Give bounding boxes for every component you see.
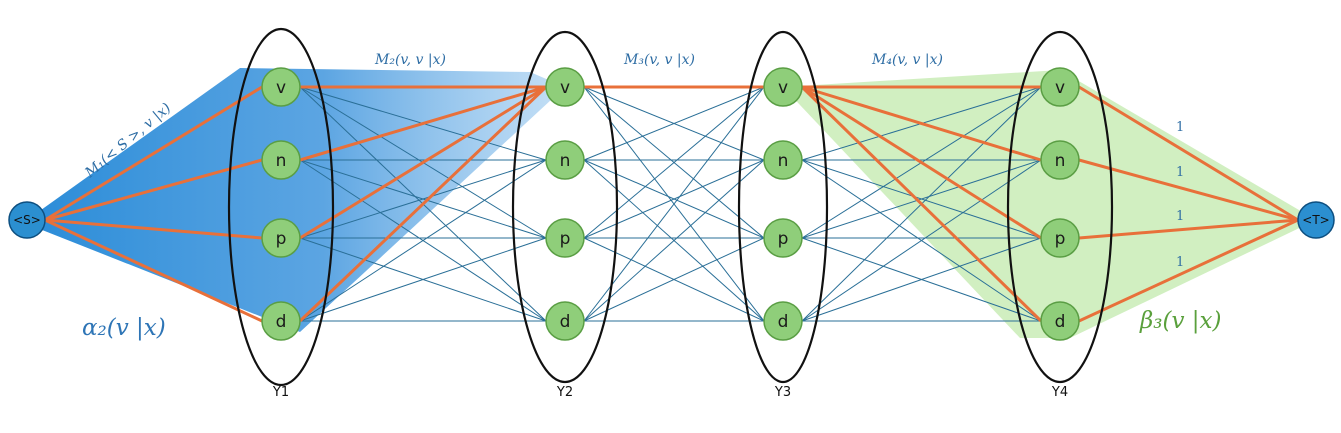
node-label-y1-v: v — [276, 78, 286, 98]
m3-label: M₃(v, v |x) — [623, 52, 695, 68]
end-edge — [1078, 85, 1299, 222]
edge-y3-y4 — [801, 159, 1042, 239]
edge-y2-y3 — [583, 86, 765, 239]
column-ellipse-y3 — [737, 30, 829, 384]
column-ellipse-y2 — [511, 30, 619, 384]
node-y3-p — [763, 218, 803, 258]
node-label-y3-p: p — [778, 229, 789, 249]
end-weight-1: 1 — [1176, 120, 1184, 135]
edge-y2-y3 — [583, 86, 765, 322]
column-ellipse-y1 — [227, 27, 335, 387]
beta-label: β₃(v |x) — [1139, 308, 1222, 334]
node-y2-n — [545, 140, 585, 180]
start-edge — [44, 85, 263, 222]
node-y2-p — [545, 218, 585, 258]
end-weights: 1 1 1 1 — [1176, 120, 1184, 270]
end-edge — [1078, 218, 1299, 240]
end-weight-4: 1 — [1176, 255, 1184, 270]
node-y4-v — [1040, 67, 1080, 107]
node-label-y1-p: p — [276, 229, 287, 249]
highlighted-path-edges — [44, 85, 1299, 323]
node-label-y3-n: n — [778, 151, 789, 171]
node-label-y4-d: d — [1055, 312, 1066, 332]
edge-y3-y4 — [801, 237, 1042, 322]
edge-y2-y3 — [583, 237, 765, 322]
node-label-y2-n: n — [560, 151, 571, 171]
node-y4-n — [1040, 140, 1080, 180]
column-ellipse-y4 — [1006, 30, 1114, 384]
edge-y1-y2 — [299, 237, 547, 322]
end-weight-2: 1 — [1176, 165, 1184, 180]
end-node-label: <T> — [1302, 213, 1329, 227]
edge-y2-y3 — [583, 159, 765, 239]
node-label-y4-n: n — [1055, 151, 1066, 171]
edge-y1-y2 — [299, 159, 547, 239]
highlight-regions — [27, 68, 1316, 338]
column-label-y2: Y2 — [556, 385, 573, 400]
beta-region — [783, 70, 1316, 338]
node-y4-p — [1040, 218, 1080, 258]
column-ellipses: Y1 Y2 Y3 Y4 — [227, 27, 1114, 400]
start-edge — [44, 218, 263, 240]
end-weight-3: 1 — [1176, 209, 1184, 224]
end-edge — [1078, 218, 1299, 323]
node-y2-v — [545, 67, 585, 107]
node-label-y4-v: v — [1055, 78, 1065, 98]
y3v-to-y4-edge — [801, 85, 1042, 162]
node-y1-n — [261, 140, 301, 180]
column-label-y4: Y4 — [1051, 385, 1068, 400]
node-label-y2-p: p — [560, 229, 571, 249]
edge-y3-y4 — [801, 159, 1042, 322]
node-y3-v — [763, 67, 803, 107]
node-label-y3-v: v — [778, 78, 788, 98]
start-node-label: <S> — [13, 213, 41, 227]
edge-y1-y2 — [299, 159, 547, 322]
node-label-y1-n: n — [276, 151, 287, 171]
column-label-y1: Y1 — [272, 385, 289, 400]
node-y3-n — [763, 140, 803, 180]
y1-to-y2v-edge — [299, 85, 547, 162]
node-label-y2-v: v — [560, 78, 570, 98]
end-edge — [1078, 158, 1299, 222]
terminal-nodes: <S> <T> — [8, 201, 1335, 239]
edge-y2-y3 — [583, 159, 765, 322]
node-label-y1-d: d — [276, 312, 287, 332]
node-label-y2-d: d — [560, 312, 571, 332]
start-edge — [44, 218, 263, 323]
column-label-y3: Y3 — [774, 385, 791, 400]
state-nodes: v n p d v n p d v n p d v n p d — [261, 67, 1080, 341]
y1-to-y2v-edge — [298, 85, 548, 323]
alpha-region — [27, 68, 565, 332]
m4-label: M₄(v, v |x) — [871, 52, 943, 68]
node-y1-d — [261, 301, 301, 341]
node-label-y3-d: d — [778, 312, 789, 332]
end-node — [1297, 201, 1335, 239]
node-y3-d — [763, 301, 803, 341]
y3v-to-y4-edge — [801, 85, 1042, 240]
m2-label: M₂(v, v |x) — [374, 52, 446, 68]
y1-to-y2v-edge — [299, 85, 547, 240]
alpha-label: α₂(v |x) — [82, 315, 166, 341]
node-y4-d — [1040, 301, 1080, 341]
node-label-y4-p: p — [1055, 229, 1066, 249]
start-node — [8, 201, 46, 239]
node-y1-p — [261, 218, 301, 258]
node-y2-d — [545, 301, 585, 341]
node-y1-v — [261, 67, 301, 107]
start-edge — [44, 158, 263, 222]
y3v-to-y4-edge — [800, 85, 1043, 323]
